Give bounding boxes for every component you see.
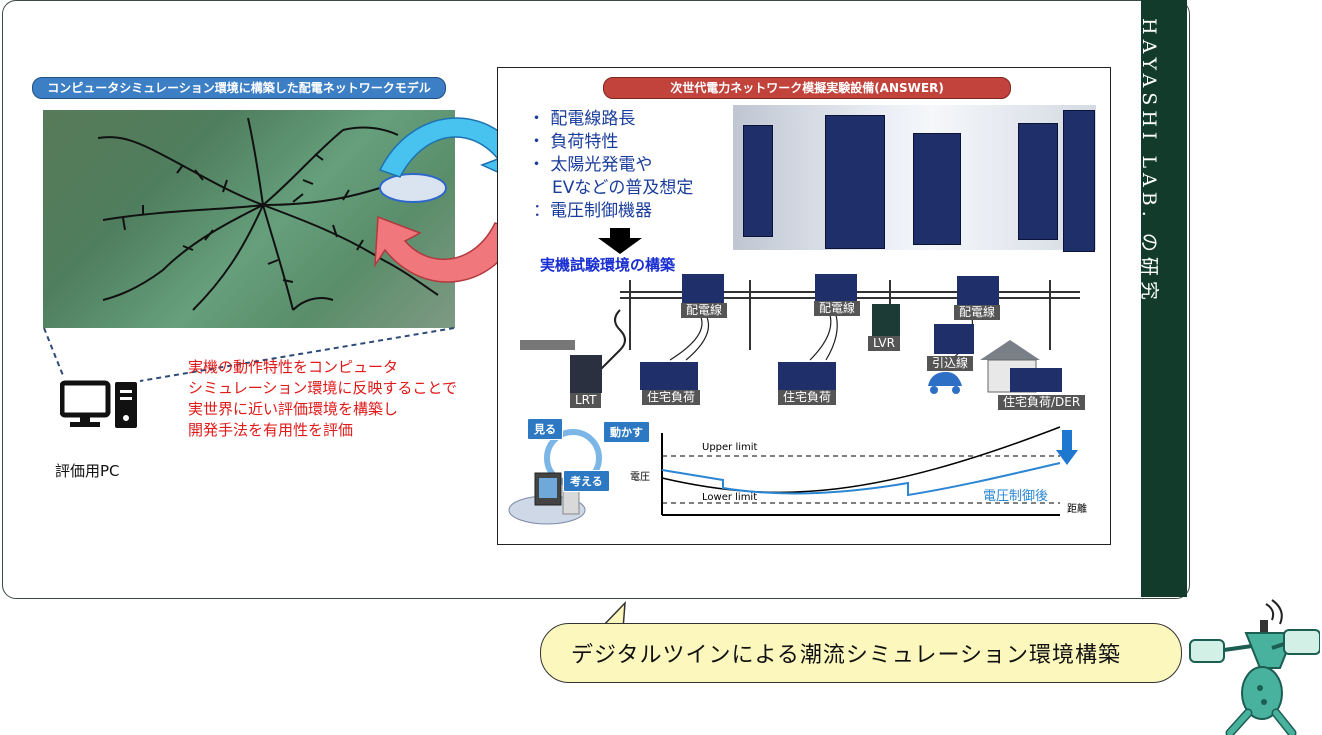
lrt-label: LRT bbox=[570, 393, 602, 408]
service-line-label: 引込線 bbox=[927, 356, 974, 371]
rack-image bbox=[913, 133, 961, 245]
side-band bbox=[1141, 0, 1187, 597]
bullet-line: EVなどの普及想定 bbox=[552, 178, 694, 198]
bubble-tail bbox=[599, 600, 626, 630]
bullet-line: ・ 負荷特性 bbox=[528, 132, 619, 152]
cycle-see: 見る bbox=[527, 418, 563, 440]
bubble-text: デジタルツインによる潮流シミュレーション環境構築 bbox=[571, 643, 1122, 668]
sim-header: コンピュータシミュレーション環境に構築した配電ネットワークモデル bbox=[32, 77, 446, 99]
note-line: 実世界に近い評価環境を構築し bbox=[188, 400, 399, 418]
feeder-label: 配電線 bbox=[814, 301, 861, 316]
pc-connectors bbox=[43, 327, 455, 382]
bullet-line: ：電圧制御機器 bbox=[533, 201, 652, 221]
rack-image bbox=[1018, 123, 1058, 240]
network-lines bbox=[97, 117, 447, 311]
house-load-label: 住宅負荷 bbox=[778, 390, 837, 405]
note-line: シミュレーション環境に反映することで bbox=[188, 379, 457, 397]
voltage-chart bbox=[661, 426, 1078, 516]
after-control-label: 電圧制御後 bbox=[983, 489, 1049, 504]
rack-image bbox=[743, 125, 773, 237]
sync-arrows bbox=[374, 117, 529, 283]
lower-limit-label: Lower limit bbox=[702, 492, 758, 503]
bullet-line: ・ 太陽光発電や bbox=[528, 155, 653, 175]
note-line: 開発手法を有用性を評価 bbox=[188, 421, 354, 439]
speech-bubble bbox=[540, 623, 1182, 683]
cycle-think: 考える bbox=[563, 470, 610, 492]
upper-limit-label: Upper limit bbox=[702, 442, 758, 453]
feeder-label: 配電線 bbox=[681, 303, 728, 318]
lab-header: 次世代電力ネットワーク模擬実験設備(ANSWER) bbox=[603, 77, 1011, 99]
build-label: 実機試験環境の構築 bbox=[540, 256, 676, 274]
lab-photo bbox=[733, 105, 1096, 252]
network-map bbox=[43, 110, 455, 328]
rack-image bbox=[1063, 110, 1095, 252]
lvr-label: LVR bbox=[868, 336, 900, 351]
control-cycle bbox=[508, 429, 602, 525]
note-line: 実機の動作特性をコンピュータ bbox=[188, 358, 399, 376]
bullet-line: ・ 配電線路長 bbox=[528, 109, 636, 129]
evaluation-note: 実機の動作特性をコンピュータ シミュレーション環境に反映することで 実世界に近い… bbox=[188, 357, 457, 441]
computer-icon bbox=[60, 380, 137, 428]
cycle-move: 動かす bbox=[603, 421, 650, 443]
voltage-axis-label: 電圧 bbox=[630, 472, 650, 483]
down-arrow-icon bbox=[598, 228, 642, 254]
feeder-label: 配電線 bbox=[954, 305, 1001, 320]
house-der-label: 住宅負荷/DER bbox=[998, 395, 1086, 410]
distance-axis-label: 距離 bbox=[1067, 504, 1087, 515]
house-load-label: 住宅負荷 bbox=[642, 390, 701, 405]
side-title: HAYASHI LAB. の研究 bbox=[1138, 18, 1160, 305]
robot-mascot-icon bbox=[1189, 599, 1320, 735]
pc-label: 評価用PC bbox=[55, 462, 120, 480]
rack-image bbox=[825, 115, 885, 249]
